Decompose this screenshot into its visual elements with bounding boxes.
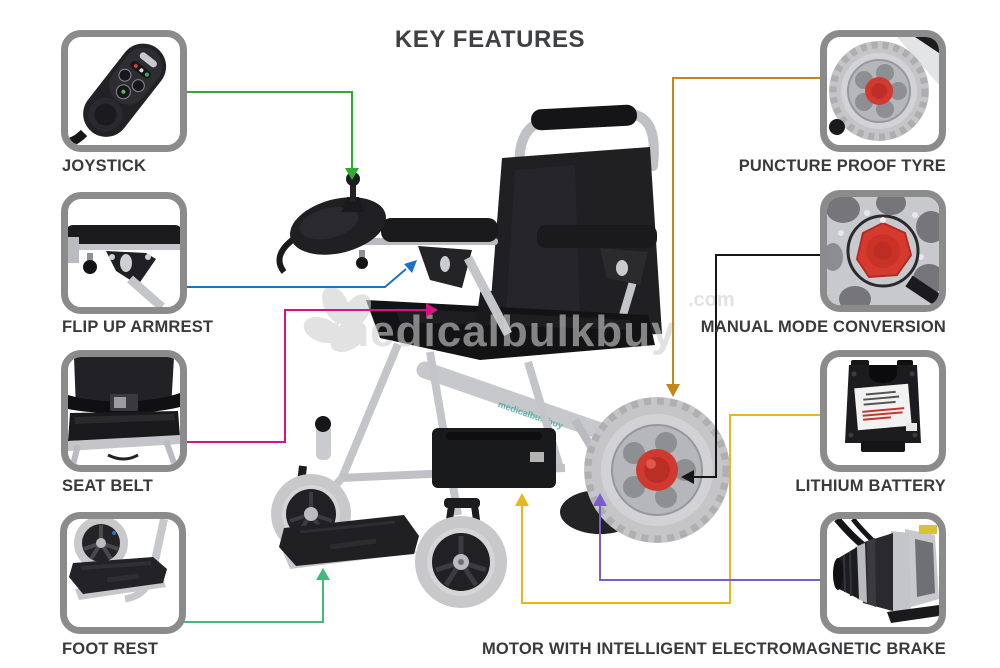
- arrowhead-joystick: [345, 168, 359, 180]
- connector-flip-up-armrest: [187, 260, 417, 288]
- connector-joystick: [187, 91, 359, 180]
- flip-up-armrest-thumbnail-image: [68, 225, 180, 307]
- manual-mode-conversion-thumbnail: [820, 190, 946, 312]
- seat-belt-thumbnail: [61, 350, 187, 472]
- label-motor: MOTOR WITH INTELLIGENT ELECTROMAGNETIC B…: [481, 640, 946, 658]
- label-lithium-battery: LITHIUM BATTERY: [795, 477, 946, 495]
- joystick-thumbnail-image: [68, 43, 167, 145]
- label-joystick: JOYSTICK: [62, 157, 147, 175]
- arrowhead-puncture-proof-tyre: [666, 384, 680, 397]
- arrowhead-seat-belt: [426, 303, 438, 317]
- wheelchair-illustration: medicalbulkbuy: [271, 104, 730, 608]
- label-foot-rest: FOOT REST: [62, 640, 159, 658]
- seat-belt-thumbnail-image: [68, 357, 180, 465]
- lithium-battery-thumbnail: [820, 350, 946, 472]
- arrowhead-foot-rest: [316, 568, 330, 580]
- watermark-text: medicalbulkbuy: [330, 307, 677, 356]
- flip-up-armrest-thumbnail: [61, 192, 187, 314]
- connector-seat-belt: [187, 303, 438, 443]
- label-flip-up-armrest: FLIP UP ARMREST: [62, 318, 214, 336]
- arrowhead-manual-mode-conversion: [681, 470, 694, 484]
- page-title: KEY FEATURES: [394, 26, 586, 53]
- connector-foot-rest: [182, 568, 330, 623]
- connector-motor: [593, 493, 820, 581]
- manual-mode-conversion-thumbnail-image: [827, 197, 939, 305]
- arrowhead-flip-up-armrest: [404, 260, 417, 273]
- connector-lithium-battery: [515, 414, 820, 604]
- arrowhead-motor: [593, 493, 607, 506]
- label-seat-belt: SEAT BELT: [62, 477, 154, 495]
- puncture-proof-tyre-thumbnail: [820, 30, 946, 152]
- puncture-proof-tyre-thumbnail-image: [829, 37, 939, 141]
- foot-rest-thumbnail: [60, 512, 186, 634]
- watermark-suffix: .com: [688, 289, 735, 311]
- connector-manual-mode-conversion: [681, 254, 820, 484]
- label-manual-mode-conversion: MANUAL MODE CONVERSION: [700, 318, 946, 336]
- label-puncture-proof-tyre: PUNCTURE PROOF TYRE: [738, 157, 946, 175]
- arrowhead-lithium-battery: [515, 493, 529, 506]
- motor-thumbnail-image: [833, 519, 939, 623]
- joystick-thumbnail: [61, 30, 187, 152]
- foot-rest-thumbnail-image: [69, 519, 168, 603]
- watermark: medicalbulkbuy .com: [303, 286, 735, 356]
- connector-puncture-proof-tyre: [666, 77, 820, 397]
- lithium-battery-thumbnail-image: [845, 360, 921, 452]
- motor-thumbnail: [820, 512, 946, 634]
